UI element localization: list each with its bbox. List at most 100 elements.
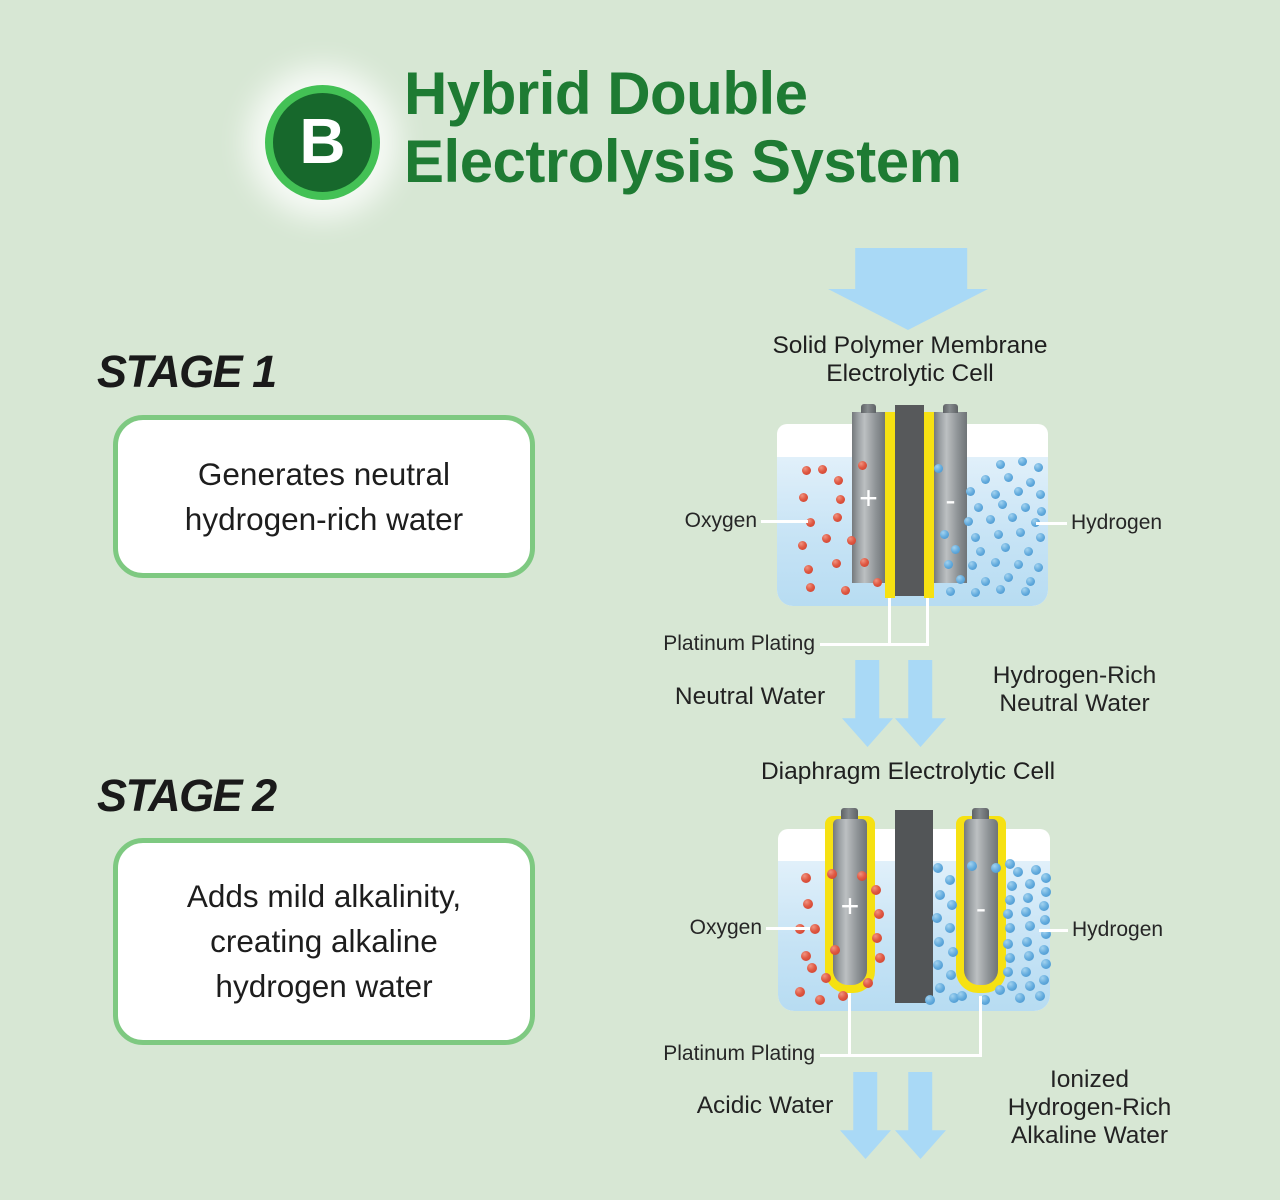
cell2-hydrogen-label: Hydrogen	[1072, 918, 1164, 941]
hydrogen-bubble	[935, 890, 945, 900]
hydrogen-bubble	[1013, 486, 1023, 496]
cell2-oxygen-label: Oxygen	[689, 916, 762, 939]
hydrogen-bubble	[980, 576, 990, 586]
cell1-hydrogen-callout-line	[1036, 522, 1067, 525]
oxygen-bubble	[871, 885, 881, 895]
hydrogen-bubble	[985, 514, 995, 524]
hydrogen-bubble	[970, 532, 980, 542]
hydrogen-bubble	[1005, 859, 1015, 869]
oxygen-bubble	[831, 558, 841, 568]
hydrogen-bubble	[957, 991, 967, 1001]
cell1-anode	[852, 412, 885, 583]
hydrogen-bubble	[1003, 967, 1013, 977]
hydrogen-bubble	[955, 574, 965, 584]
hydrogen-bubble	[945, 875, 955, 885]
hydrogen-bubble	[1013, 867, 1023, 877]
hydrogen-bubble	[980, 995, 990, 1005]
hydrogen-bubble	[975, 546, 985, 556]
hydrogen-bubble	[1021, 907, 1031, 917]
hydrogen-bubble	[932, 913, 942, 923]
oxygen-bubble	[801, 873, 811, 883]
hydrogen-bubble	[1000, 542, 1010, 552]
hydrogen-bubble	[1003, 909, 1013, 919]
hydrogen-bubble	[991, 863, 1001, 873]
hydrogen-bubble	[934, 937, 944, 947]
hydrogen-bubble	[997, 499, 1007, 509]
cell2-cathode-terminal	[972, 808, 989, 819]
cell1-cathode	[934, 412, 967, 583]
cell2-platinum-callout-line	[820, 1054, 982, 1057]
oxygen-bubble	[805, 517, 815, 527]
hydrogen-bubble	[939, 529, 949, 539]
hydrogen-bubble	[1015, 993, 1025, 1003]
hydrogen-bubble	[1003, 939, 1013, 949]
stage2-description: Adds mild alkalinity, creating alkaline …	[186, 878, 462, 1004]
flow1-arrow-icon	[842, 660, 893, 747]
oxygen-bubble	[857, 871, 867, 881]
oxygen-bubble	[863, 978, 873, 988]
oxygen-bubble	[859, 557, 869, 567]
hydrogen-bubble	[1033, 462, 1043, 472]
oxygen-bubble	[798, 492, 808, 502]
hydrogen-bubble	[935, 983, 945, 993]
cell1-anode-plus-sign: +	[859, 480, 878, 516]
hydrogen-bubble	[993, 529, 1003, 539]
hydrogen-bubble	[933, 960, 943, 970]
stage2-heading: STAGE 2	[97, 770, 277, 821]
hydrogen-bubble	[945, 586, 955, 596]
stage1-description-box: Generates neutral hydrogen-rich water	[113, 415, 535, 578]
oxygen-bubble	[797, 540, 807, 550]
cell1-platinum-plating-label: Platinum Plating	[663, 632, 815, 655]
stage2-description-box: Adds mild alkalinity, creating alkaline …	[113, 838, 535, 1045]
hydrogen-bubble	[1024, 951, 1034, 961]
hydrogen-bubble	[1003, 472, 1013, 482]
oxygen-bubble	[872, 577, 882, 587]
cell1-hydrogen-label: Hydrogen	[1071, 511, 1163, 534]
hydrogen-bubble	[1003, 572, 1013, 582]
oxygen-bubble	[815, 995, 825, 1005]
hydrogen-bubble	[1021, 967, 1031, 977]
cell1-platinum-callout-line	[820, 643, 929, 646]
cell2-anode	[833, 819, 867, 985]
hydrogen-bubble	[1007, 512, 1017, 522]
hydrogen-bubble	[1035, 532, 1045, 542]
oxygen-bubble	[807, 963, 817, 973]
hydrogen-bubble	[1033, 562, 1043, 572]
hydrogen-bubble	[1041, 959, 1051, 969]
hydrogen-bubble	[925, 995, 935, 1005]
cell2-oxygen-callout-line	[766, 927, 810, 930]
ionized-alkaline-water-label: Ionized Hydrogen-Rich Alkaline Water	[1007, 1066, 1172, 1149]
hydrogen-bubble	[1041, 873, 1051, 883]
cell1-title: Solid Polymer Membrane Electrolytic Cell	[772, 332, 1048, 387]
stage1-heading: STAGE 1	[97, 346, 277, 397]
cell1-cathode-terminal	[943, 404, 958, 413]
brand-badge: B	[265, 85, 380, 200]
hydrogen-bubble	[995, 459, 1005, 469]
stage1-description: Generates neutral hydrogen-rich water	[184, 455, 464, 537]
hydrogen-bubble	[1022, 937, 1032, 947]
acidic-water-label: Acidic Water	[696, 1092, 834, 1119]
hydrogen-bubble	[1041, 929, 1051, 939]
hydrogen-bubble	[1007, 881, 1017, 891]
oxygen-bubble	[832, 512, 842, 522]
hydrogen-bubble	[1005, 895, 1015, 905]
oxygen-bubble	[830, 945, 840, 955]
cell2-diaphragm	[895, 810, 933, 1003]
cell1-platinum-callout-line	[926, 598, 929, 646]
hydrogen-bubble	[1039, 945, 1049, 955]
neutral-water-label: Neutral Water	[674, 683, 826, 710]
oxygen-bubble	[833, 475, 843, 485]
hydrogen-bubble	[1007, 981, 1017, 991]
hydrogen-bubble	[1036, 506, 1046, 516]
hydrogen-bubble	[1005, 953, 1015, 963]
cell2-platinum-plating-label: Platinum Plating	[663, 1042, 815, 1065]
oxygen-bubble	[872, 933, 882, 943]
oxygen-bubble	[838, 991, 848, 1001]
hydrogen-bubble	[1025, 477, 1035, 487]
cell1-oxygen-callout-line	[761, 520, 808, 523]
cell2-cathode-minus-sign: -	[976, 892, 986, 925]
hydrogen-bubble	[1005, 923, 1015, 933]
oxygen-bubble	[817, 464, 827, 474]
cell1-polymer-membrane	[895, 405, 924, 596]
hydrogen-bubble	[1015, 527, 1025, 537]
